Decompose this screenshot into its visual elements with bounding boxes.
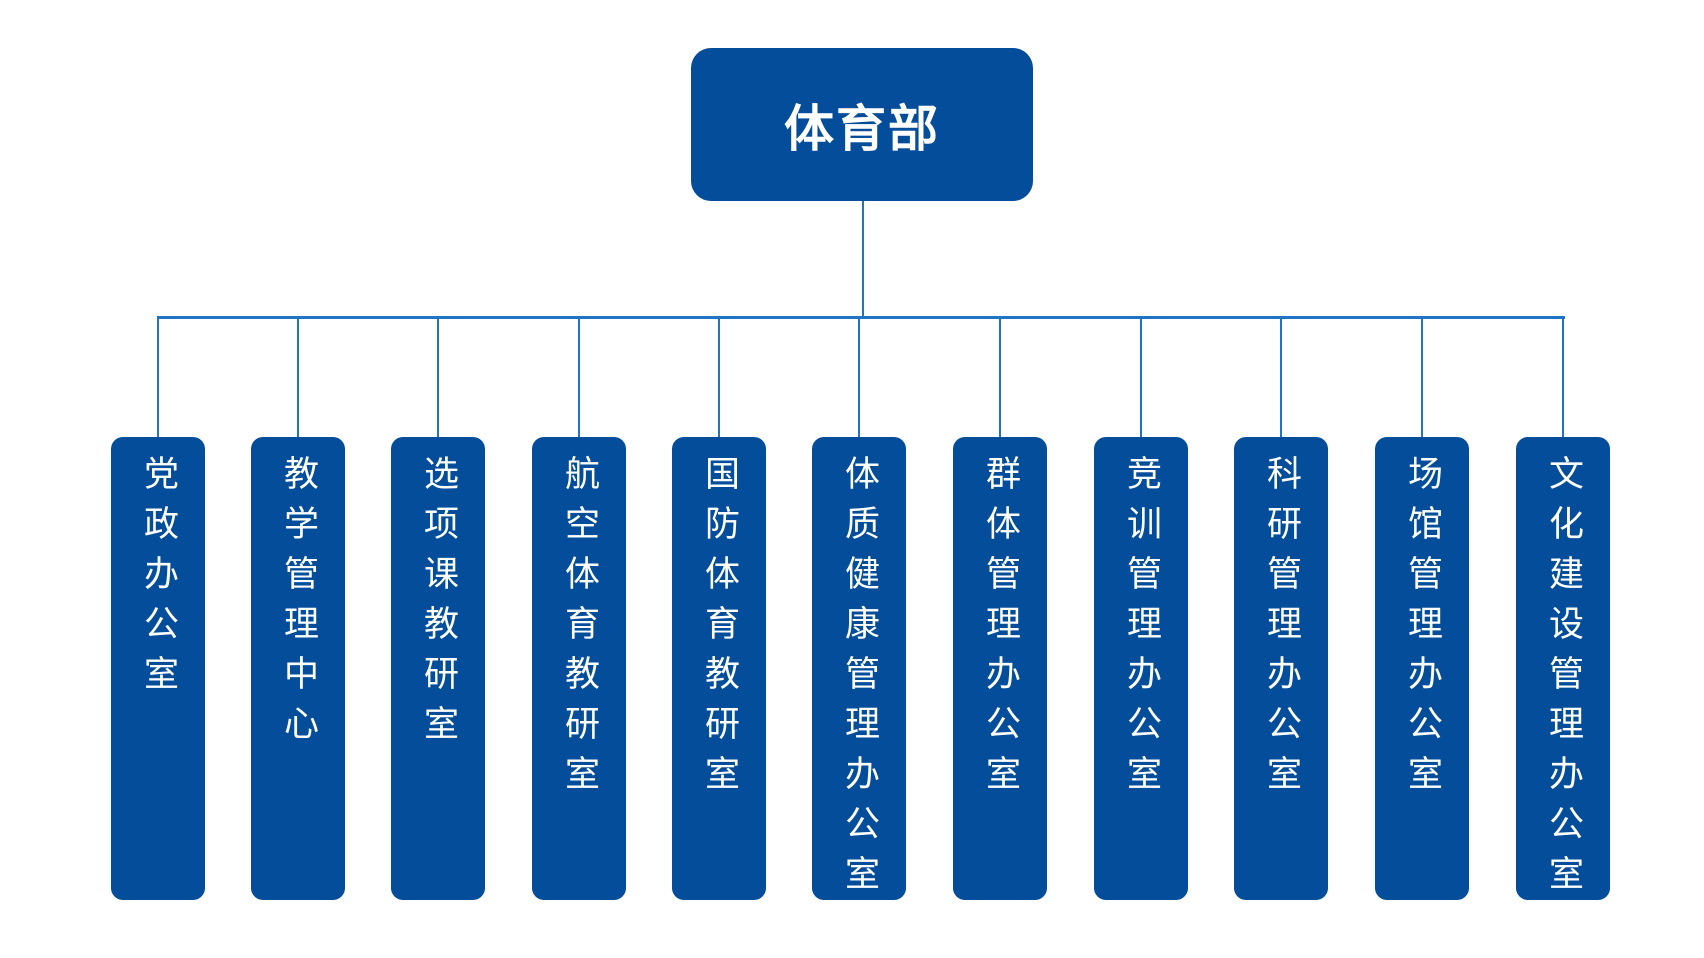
child-connector xyxy=(1562,317,1564,437)
child-connector xyxy=(157,317,159,437)
child-connector xyxy=(437,317,439,437)
child-node-label: 体质健康管理办公室 xyxy=(839,455,879,905)
child-node-fitness-office: 体质健康管理办公室 xyxy=(812,437,906,905)
child-node-label: 党政办公室 xyxy=(138,455,178,705)
child-node-elective-research: 选项课教研室 xyxy=(391,437,485,900)
child-node-label: 教学管理中心 xyxy=(278,455,318,755)
child-node-party-office: 党政办公室 xyxy=(111,437,205,900)
child-node-mass-sports-office: 群体管理办公室 xyxy=(953,437,1047,900)
child-node-teaching-center: 教学管理中心 xyxy=(251,437,345,900)
child-connector xyxy=(578,317,580,437)
horizontal-connector xyxy=(157,316,1565,319)
child-node-label: 国防体育教研室 xyxy=(699,455,739,805)
child-node-label: 文化建设管理办公室 xyxy=(1543,455,1583,905)
root-node-sports-department: 体育部 xyxy=(691,48,1033,201)
child-node-label: 航空体育教研室 xyxy=(559,455,599,805)
child-connector xyxy=(1280,317,1282,437)
root-connector xyxy=(862,201,864,319)
child-node-competition-office: 竞训管理办公室 xyxy=(1094,437,1188,900)
child-node-label: 科研管理办公室 xyxy=(1261,455,1301,805)
child-node-label: 群体管理办公室 xyxy=(980,455,1020,805)
child-node-label: 竞训管理办公室 xyxy=(1121,455,1161,805)
child-connector xyxy=(999,317,1001,437)
child-connector xyxy=(1421,317,1423,437)
child-connector xyxy=(858,317,860,437)
child-node-research-office: 科研管理办公室 xyxy=(1234,437,1328,900)
root-node-label: 体育部 xyxy=(784,99,940,158)
child-node-defense-research: 国防体育教研室 xyxy=(672,437,766,900)
child-node-culture-office: 文化建设管理办公室 xyxy=(1516,437,1610,905)
child-connector xyxy=(297,317,299,437)
child-node-label: 选项课教研室 xyxy=(418,455,458,755)
child-node-label: 场馆管理办公室 xyxy=(1402,455,1442,805)
child-connector xyxy=(718,317,720,437)
child-node-aviation-research: 航空体育教研室 xyxy=(532,437,626,900)
child-connector xyxy=(1140,317,1142,437)
child-node-venue-office: 场馆管理办公室 xyxy=(1375,437,1469,900)
